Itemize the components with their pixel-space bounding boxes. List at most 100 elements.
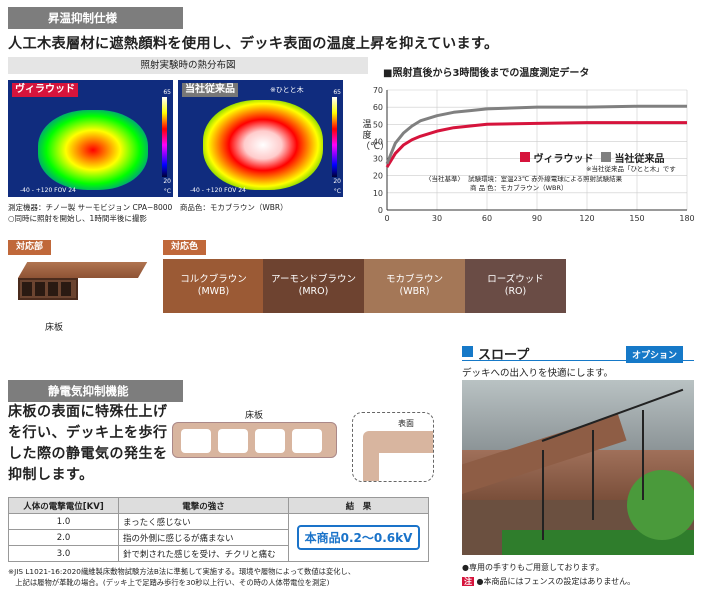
color-code: (MRO) [298, 286, 329, 297]
x-tick-label: 120 [579, 214, 594, 223]
slope-marker [462, 346, 473, 357]
legend-note: ※当社従来品「ひとと木」です [586, 165, 676, 173]
table-cell: まったく感じない [118, 513, 289, 530]
table-cell: 3.0 [8, 545, 119, 562]
legend-label-conventional: 当社従来品 [614, 154, 665, 165]
x-tick-label: 30 [432, 214, 442, 223]
esd-line: 床板の表面に特殊仕上げ [8, 404, 168, 420]
table-cell: 指の外側に感じるが痛まない [118, 529, 289, 546]
result-badge: 本商品0.2〜0.6kV [296, 525, 421, 550]
table-cell: 2.0 [8, 529, 119, 546]
table-cell: 針で刺された感じを受け、チクリと痛む [118, 545, 289, 562]
y-tick-label: 0 [378, 206, 383, 215]
legend-swatch [520, 152, 530, 162]
diagram-label: 床板 [245, 411, 264, 421]
basis-2: 商 品 色：モカブラウン（WBR） [470, 184, 568, 192]
scale-bottom: 20 [333, 178, 341, 185]
measurement-note-2: ○同時に照射を開始し、1時間半後に撮影 [8, 214, 147, 223]
table-header: 人体の電撃電位[KV] [8, 497, 119, 514]
basis-1: 試験環境：室温23℃ 赤外線電球による照射試験結果 [468, 175, 623, 183]
y-tick-label: 50 [373, 120, 383, 129]
legend-swatch [600, 152, 611, 162]
basis-note: 〈当社基準〉 試験環境：室温23℃ 赤外線電球による照射試験結果 商 品 色：モ… [425, 175, 622, 193]
color-code: (WBR) [399, 286, 430, 297]
y-tick-label: 70 [373, 86, 383, 95]
slope-note-2: ●本商品にはフェンスの設定はありません。 [476, 577, 636, 586]
thermal-image-villawood: ヴィラウッド 65 20 °C -40 - +120 FOV 24 [8, 80, 173, 197]
y-tick-label: 40 [373, 137, 383, 146]
img1-label: ヴィラウッド [12, 83, 78, 97]
slope-photo [462, 380, 694, 555]
img2-label: 当社従来品 [182, 83, 238, 97]
color-swatch-rosewood: ローズウッド(RO) [465, 259, 566, 313]
result-cell: 本商品0.2〜0.6kV [288, 513, 429, 562]
x-tick-label: 0 [384, 214, 389, 223]
esd-line: した際の静電気の発生を [8, 446, 168, 462]
color-code: (MWB) [197, 286, 230, 297]
x-tick-label: 180 [679, 214, 694, 223]
option-badge: オプション [626, 346, 684, 363]
slope-desc: デッキへの出入りを快適にします。 [462, 368, 614, 379]
board-section-diagram [172, 422, 337, 458]
color-scale [332, 97, 337, 177]
y-axis-label: 温度（℃） [361, 120, 390, 152]
chart-title: ■照射直後から3時間後までの温度測定データ [383, 68, 590, 79]
note-tag: 注 [462, 577, 474, 586]
x-tick-label: 60 [482, 214, 492, 223]
esd-line: 抑制します。 [8, 467, 94, 483]
section-heat-title: 昇温抑制仕様 [8, 7, 183, 29]
color-code: (RO) [504, 286, 527, 297]
diagram-surface-label: 表面 [398, 419, 414, 428]
basis-title: 〈当社基準〉 [425, 175, 464, 183]
legend-label-villawood: ヴィラウッド [533, 154, 594, 165]
thermo-foot: -40 - +120 FOV 24 [190, 187, 246, 194]
y-tick-label: 60 [373, 103, 383, 112]
slope-title: スロープ [478, 348, 530, 363]
img2-sub: ※ひとと木 [270, 86, 304, 94]
scale-bottom: 20 [163, 178, 171, 185]
color-swatch-mocha: モカブラウン(WBR) [364, 259, 465, 313]
table-header: 結 果 [288, 497, 429, 514]
color-name: モカブラウン [385, 274, 443, 285]
series-line-conventional [385, 104, 687, 165]
color-swatch-almond: アーモンドブラウン(MRO) [263, 259, 364, 313]
temperature-chart: 0 10 20 30 40 50 60 70 0 30 60 90 120 150 180 [373, 86, 695, 223]
esd-line: を行い、デッキ上を歩行 [8, 425, 168, 441]
heat-blob [38, 110, 148, 190]
colors-label: 対応色 [163, 240, 207, 255]
measurement-note: 測定機器：チノー製 サーモビジョン CPA−8000 商品色：モカブラウン（WB… [8, 203, 288, 212]
slope-note-2-row: 注 ●本商品にはフェンスの設定はありません。 [462, 576, 635, 587]
slope-rule [462, 360, 694, 361]
color-name: コルクブラウン [180, 274, 247, 285]
thermal-caption: 照射実験時の熱分布図 [8, 57, 368, 74]
footnote-1: ※JIS L1021-16:2020繊維製床敷物試験方法B法に準拠して実施する。… [8, 567, 356, 576]
y-tick-label: 10 [373, 189, 383, 198]
parts-label: 対応部 [8, 240, 52, 255]
section-esd-title: 静電気抑制機能 [8, 380, 183, 402]
thermal-image-conventional: 当社従来品 ※ひとと木 65 20 °C -40 - +120 FOV 24 [178, 80, 343, 197]
footnote-2: 上記は履物が革靴の場合。(デッキ上で足踏み歩行を30秒以上行い、その時の人体帯電… [8, 578, 330, 587]
scale-top: 65 [333, 89, 341, 96]
heat-blob [203, 100, 323, 190]
y-tick-label: 20 [373, 172, 383, 181]
color-scale [162, 97, 167, 177]
table-cell: 1.0 [8, 513, 119, 530]
esd-text: 床板の表面に特殊仕上げ を行い、デッキ上を歩行 した際の静電気の発生を 抑制しま… [8, 402, 168, 486]
thermo-foot: -40 - +120 FOV 24 [20, 187, 76, 194]
chart-legend: ヴィラウッド 当社従来品 [520, 150, 664, 165]
scale-top: 65 [163, 89, 171, 96]
color-swatch-cork: コルクブラウン(MWB) [163, 259, 264, 313]
series-line-villawood [385, 121, 687, 168]
x-tick-label: 150 [629, 214, 644, 223]
x-tick-label: 90 [532, 214, 542, 223]
y-tick-label: 30 [373, 155, 383, 164]
heat-lead-text: 人工木表層材に遮熱顔料を使用し、デッキ表面の温度上昇を抑えています。 [8, 36, 499, 52]
zoom-detail [352, 412, 434, 482]
floorboard-image [18, 262, 148, 317]
slope-note-1: ●専用の手すりもご用意しております。 [462, 563, 604, 572]
color-name: アーモンドブラウン [271, 274, 356, 285]
